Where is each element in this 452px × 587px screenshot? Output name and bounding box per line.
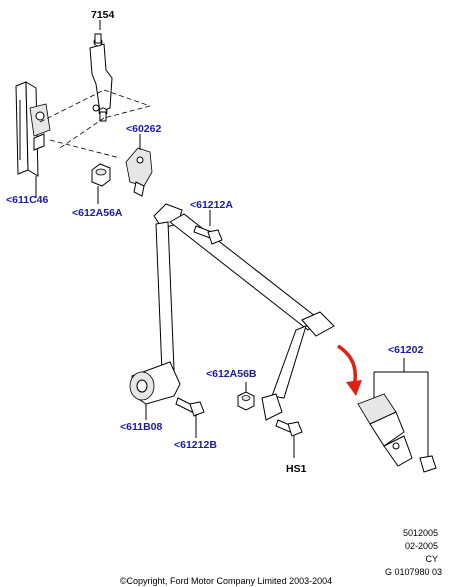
- label-611B08[interactable]: <611B08: [120, 421, 162, 433]
- copyright-notice: ©Copyright, Ford Motor Company Limited 2…: [120, 576, 332, 586]
- label-61202[interactable]: <61202: [388, 344, 423, 356]
- label-7154[interactable]: 7154: [91, 9, 115, 21]
- label-60262[interactable]: <60262: [126, 123, 161, 135]
- alignment-lines: [39, 89, 151, 159]
- nut-612A56A: [91, 163, 111, 187]
- direction-arrow: [337, 344, 362, 396]
- leader-lines: [35, 134, 247, 438]
- ref-code: CY: [425, 554, 438, 564]
- label-hs1[interactable]: HS1: [286, 463, 307, 475]
- rail-611C46: [15, 81, 51, 190]
- label-61212A[interactable]: <61212A: [190, 199, 233, 211]
- belt-webbing: [153, 203, 335, 421]
- label-612A56B[interactable]: <612A56B: [206, 368, 257, 380]
- label-611C46[interactable]: <611C46: [6, 194, 48, 206]
- label-61212B[interactable]: <61212B: [174, 439, 217, 451]
- ref-date: 02-2005: [405, 541, 438, 551]
- bracket-7154: [89, 20, 113, 122]
- retractor-611B08: [129, 361, 181, 405]
- label-612A56A[interactable]: <612A56A: [72, 207, 123, 219]
- bolt-hs1: [275, 419, 303, 458]
- nut-612A56B: [237, 391, 255, 411]
- buckle-61202: [357, 358, 437, 473]
- ref-number: 5012005: [403, 528, 438, 538]
- bolt-61212A: [193, 225, 223, 245]
- guide-60262: [125, 147, 153, 197]
- bolt-61212B: [175, 397, 205, 417]
- ref-drawing-number: G 0107980 03: [385, 567, 442, 577]
